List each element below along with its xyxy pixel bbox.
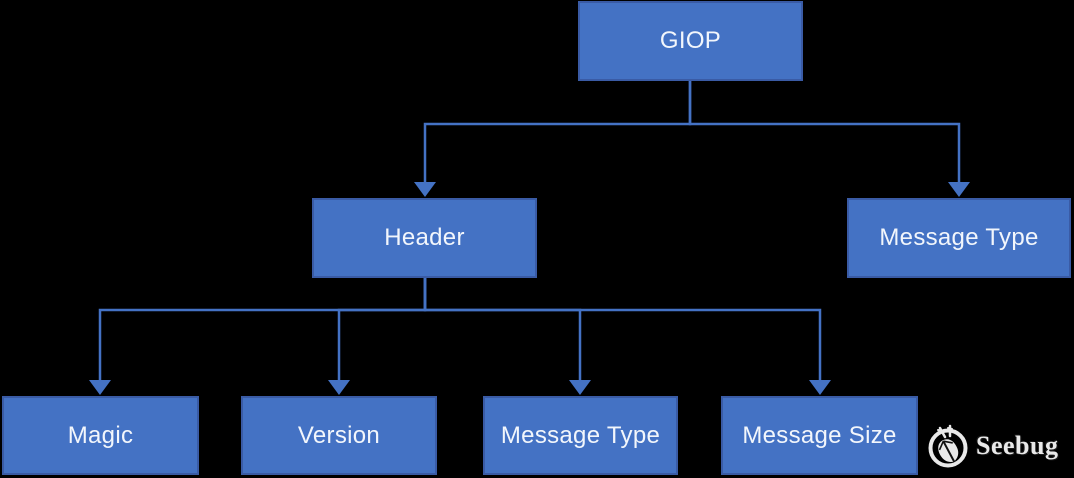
arrowhead-giop-header [414,182,436,197]
arrowhead-giop-message-type [948,182,970,197]
node-header-label: Header [384,224,465,251]
node-magic-label: Magic [67,421,134,449]
node-message-size: Message Size [721,396,918,475]
seebug-bug-icon [928,424,968,468]
node-magic: Magic [2,396,199,475]
node-message-size-label: Message Size [742,421,897,449]
node-header-message-type: Message Type [483,396,678,475]
node-version: Version [241,396,437,475]
connector-header-message-type [423,277,582,381]
arrowhead-header-message-type [569,380,591,395]
arrowhead-header-magic [89,380,111,395]
connector-giop-message-type [688,80,961,183]
node-version-label: Version [297,421,381,449]
seebug-watermark: Seebug [924,420,1058,472]
connector-giop-header [423,80,692,183]
connector-header-message-size [423,277,822,381]
arrowhead-header-message-size [809,380,831,395]
node-header: Header [312,198,537,278]
connector-header-version [337,277,427,381]
node-message-type: Message Type [847,198,1071,278]
node-header-message-type-label: Message Type [500,421,661,449]
connector-header-magic [98,277,427,381]
node-giop: GIOP [578,1,803,81]
node-message-type-label: Message Type [879,224,1039,251]
node-giop-label: GIOP [659,27,722,54]
arrowhead-header-version [328,380,350,395]
seebug-watermark-text: Seebug [976,431,1059,460]
